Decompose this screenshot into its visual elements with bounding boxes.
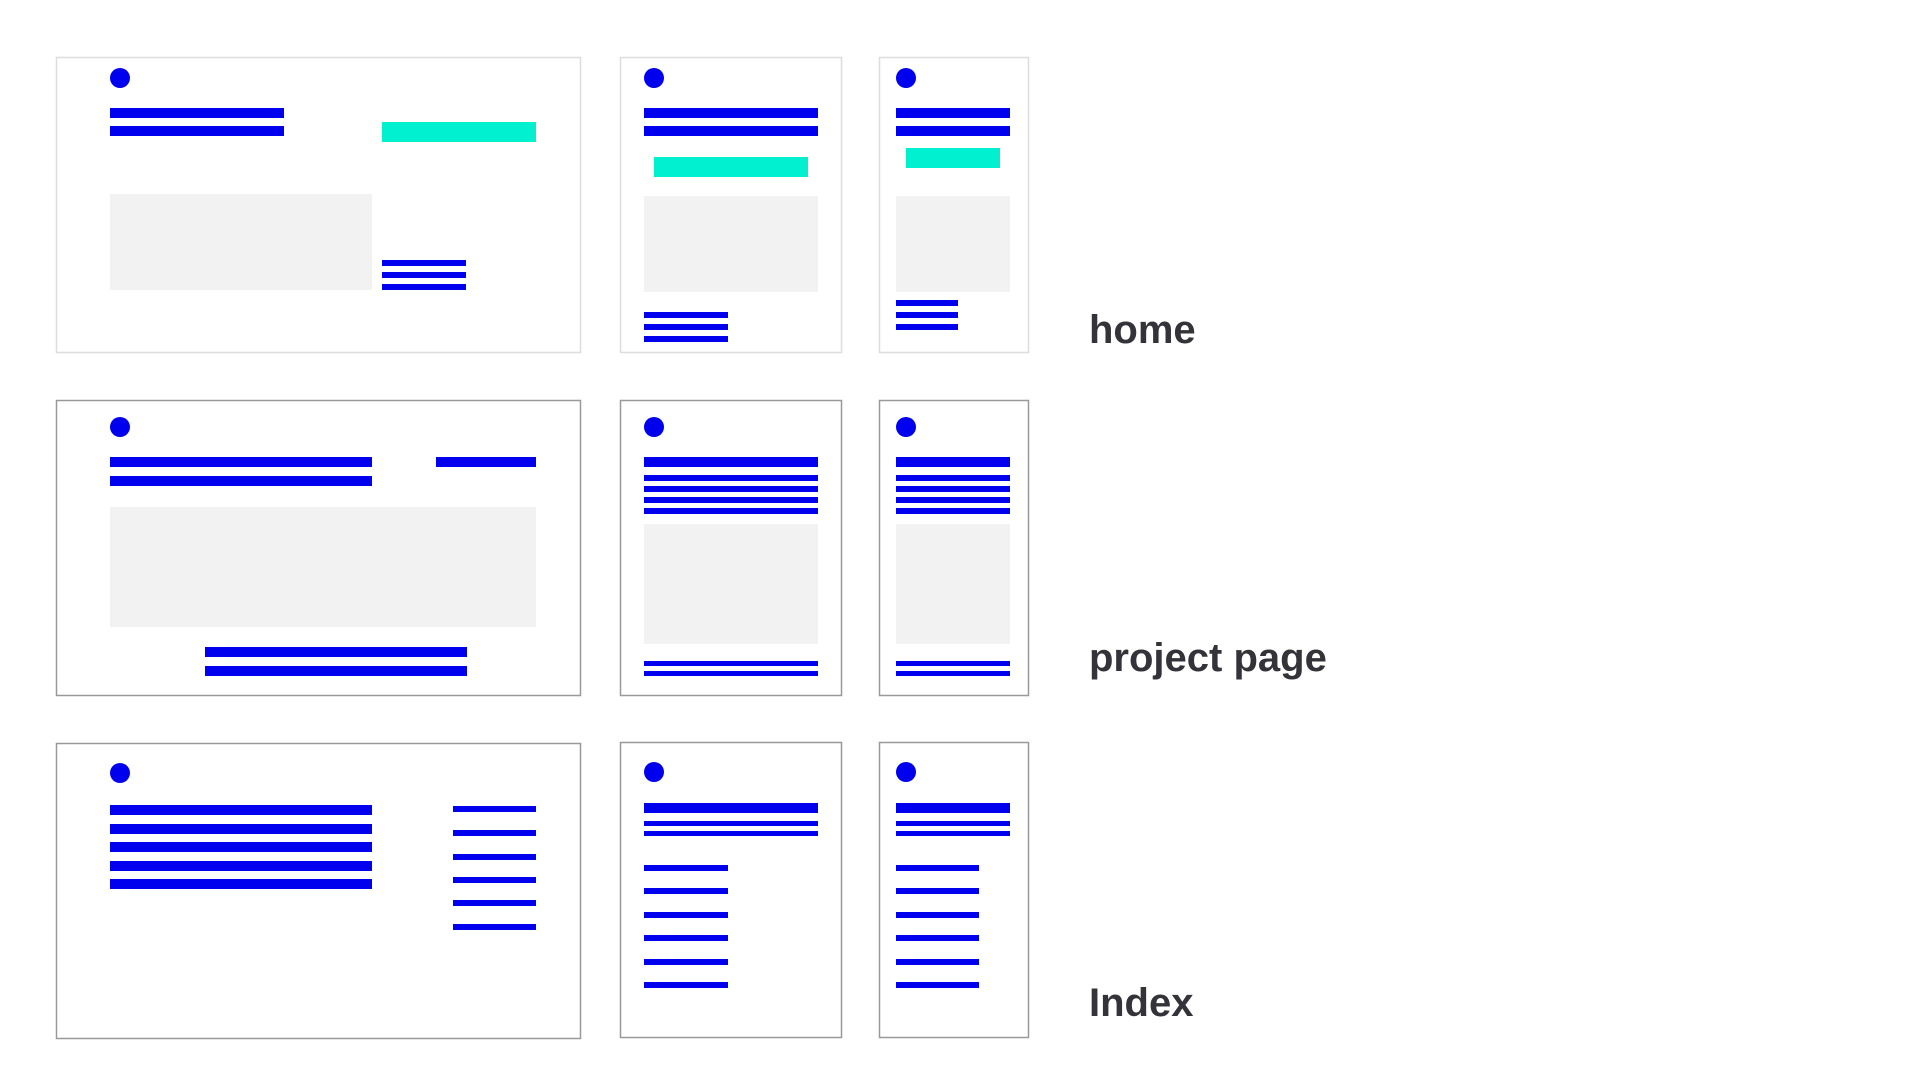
heading-line — [110, 879, 372, 889]
heading-line — [896, 831, 1010, 836]
heading-line — [644, 475, 818, 481]
index-list-line — [896, 888, 979, 894]
row-label-home: home — [1089, 308, 1196, 352]
index-tablet-frame — [619, 741, 843, 1039]
logo-dot-icon — [644, 417, 664, 437]
heading-line — [110, 824, 372, 834]
index-list-line — [896, 912, 979, 918]
heading-line — [644, 126, 818, 136]
heading-line — [110, 457, 372, 467]
project-desktop-frame — [55, 399, 582, 697]
heading-line — [896, 803, 1010, 813]
text-line — [896, 300, 958, 306]
home-mobile-frame — [878, 56, 1030, 354]
index-list-line — [453, 854, 536, 860]
heading-line — [644, 803, 818, 813]
text-line — [382, 260, 466, 266]
heading-line — [896, 126, 1010, 136]
index-list-line — [644, 935, 728, 941]
image-placeholder — [896, 196, 1010, 292]
text-line — [644, 324, 728, 330]
row-home — [55, 56, 1030, 354]
index-list-line — [896, 959, 979, 965]
image-placeholder — [110, 507, 536, 627]
cta-bar — [382, 122, 536, 142]
image-placeholder — [644, 196, 818, 292]
text-line — [896, 671, 1010, 676]
heading-line — [896, 497, 1010, 503]
heading-line — [110, 861, 372, 871]
heading-line — [110, 842, 372, 852]
index-mobile-frame — [878, 741, 1030, 1039]
logo-dot-icon — [896, 417, 916, 437]
project-tablet-frame — [619, 399, 843, 697]
index-list-line — [644, 865, 728, 871]
logo-dot-icon — [644, 762, 664, 782]
frame-border — [55, 742, 582, 1040]
text-line — [644, 671, 818, 676]
index-list-line — [644, 982, 728, 988]
logo-dot-icon — [110, 417, 130, 437]
index-list-line — [453, 924, 536, 930]
heading-line — [644, 831, 818, 836]
image-placeholder — [110, 194, 372, 290]
heading-line — [896, 508, 1010, 514]
heading-line — [644, 821, 818, 826]
heading-line — [896, 821, 1010, 826]
text-line — [644, 312, 728, 318]
heading-line — [644, 108, 818, 118]
heading-line — [110, 126, 284, 136]
text-line — [644, 336, 728, 342]
index-list-line — [896, 935, 979, 941]
heading-line — [644, 497, 818, 503]
heading-line — [644, 508, 818, 514]
row-label-index: Index — [1089, 981, 1194, 1025]
heading-line — [644, 457, 818, 467]
index-list-line — [644, 888, 728, 894]
heading-line — [896, 475, 1010, 481]
heading-line — [896, 486, 1010, 492]
image-placeholder — [644, 524, 818, 644]
logo-dot-icon — [110, 68, 130, 88]
text-line — [896, 312, 958, 318]
heading-line — [644, 486, 818, 492]
logo-dot-icon — [896, 68, 916, 88]
text-line — [205, 666, 467, 676]
project-mobile-frame — [878, 399, 1030, 697]
heading-line — [896, 108, 1010, 118]
logo-dot-icon — [644, 68, 664, 88]
cta-bar — [654, 157, 808, 177]
index-list-line — [453, 806, 536, 812]
home-tablet-frame — [619, 56, 843, 354]
index-list-line — [453, 830, 536, 836]
logo-dot-icon — [896, 762, 916, 782]
text-line — [644, 661, 818, 666]
heading-line — [896, 457, 1010, 467]
index-list-line — [453, 900, 536, 906]
row-project-page — [55, 399, 1030, 697]
logo-dot-icon — [110, 763, 130, 783]
text-line — [205, 647, 467, 657]
row-label-project-page: project page — [1089, 636, 1327, 680]
index-desktop-frame — [55, 742, 582, 1040]
heading-line — [110, 805, 372, 815]
row-index — [55, 741, 1030, 1040]
text-line — [382, 272, 466, 278]
cta-bar — [906, 148, 1000, 168]
heading-line — [110, 108, 284, 118]
index-list-line — [896, 982, 979, 988]
home-desktop-frame — [55, 56, 582, 354]
heading-line — [110, 476, 372, 486]
index-list-line — [896, 865, 979, 871]
text-line — [896, 661, 1010, 666]
index-list-line — [644, 912, 728, 918]
index-list-line — [644, 959, 728, 965]
index-list-line — [453, 877, 536, 883]
meta-line — [436, 457, 536, 467]
text-line — [896, 324, 958, 330]
text-line — [382, 284, 466, 290]
image-placeholder — [896, 524, 1010, 644]
